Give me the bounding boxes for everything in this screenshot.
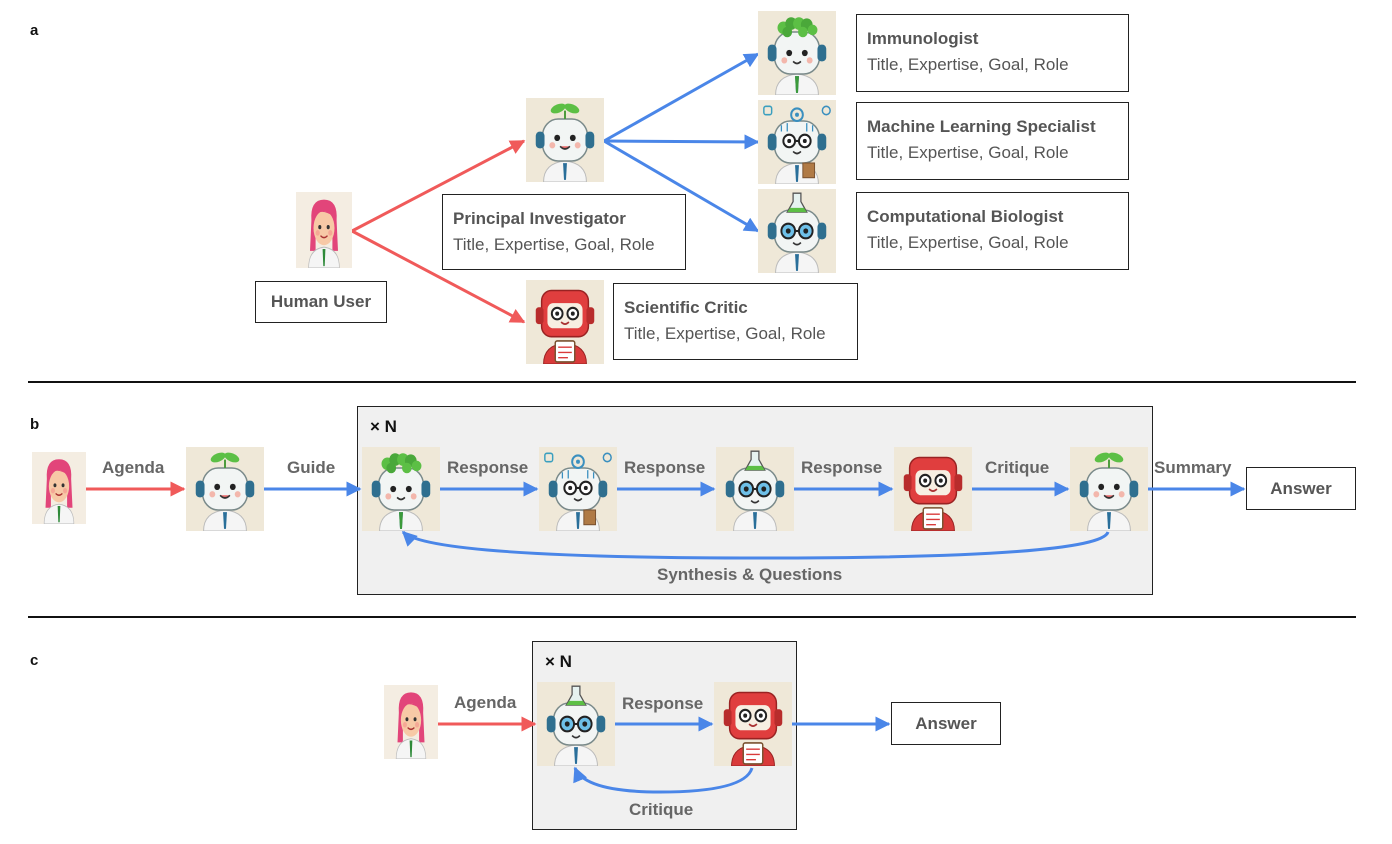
arrow-pi-to-immunologist [603,52,760,143]
critic-fields: Title, Expertise, Goal, Role [624,324,826,343]
summary-label: Summary [1154,458,1232,477]
pi-avatar [526,98,604,182]
comp-biologist-title: Computational Biologist [867,207,1064,226]
answer-box: Answer [1246,467,1356,510]
human-user-avatar [32,452,86,524]
panel-label-b: b [30,416,40,433]
arrow-user-to-critic [351,229,526,324]
human-user-box: Human User [255,281,387,323]
critique-label: Critique [985,458,1050,477]
ml-specialist-avatar [758,100,836,184]
ml-specialist-fields: Title, Expertise, Goal, Role [867,143,1069,162]
agenda-label: Agenda [454,693,517,712]
comp-biologist-card: Computational Biologist Title, Expertise… [856,192,1129,270]
arrow-user-to-pi [351,139,526,233]
comp-biologist-avatar [716,447,794,531]
arrow-critique-loop-c [573,766,754,794]
immunologist-card: Immunologist Title, Expertise, Goal, Rol… [856,14,1129,92]
arrow-pi-to-ml [603,134,760,150]
pi-avatar [1070,447,1148,531]
arrow-synthesis-loop [401,530,1110,560]
pi-fields: Title, Expertise, Goal, Role [453,235,655,254]
human-user-label: Human User [270,292,372,311]
guide-label: Guide [287,458,336,477]
human-user-avatar [296,192,352,268]
answer-label: Answer [1270,478,1332,498]
critic-title: Scientific Critic [624,298,748,317]
response-label: Response [622,694,704,713]
immunologist-title: Immunologist [867,29,979,48]
answer-label: Answer [915,713,977,733]
immunologist-avatar [758,11,836,95]
critique-label: Critique [629,800,694,819]
divider-a-b [28,381,1356,383]
divider-b-c [28,616,1356,618]
pi-card: Principal Investigator Title, Expertise,… [442,194,686,270]
comp-biologist-avatar [758,189,836,273]
critic-card: Scientific Critic Title, Expertise, Goal… [613,283,858,360]
response-label: Response [624,458,706,477]
comp-biologist-avatar [537,682,615,766]
repeat-n-label: × N [370,417,397,436]
panel-label-c: c [30,652,39,669]
response-label: Response [447,458,529,477]
pi-avatar [186,447,264,531]
synthesis-label: Synthesis & Questions [657,565,843,584]
agenda-label: Agenda [102,458,165,477]
arrow-pi-to-bio [603,139,760,233]
immunologist-fields: Title, Expertise, Goal, Role [867,55,1069,74]
immunologist-avatar [362,447,440,531]
response-label: Response [801,458,883,477]
critic-avatar [714,682,792,766]
pi-title: Principal Investigator [453,209,626,228]
human-user-avatar [384,685,438,759]
repeat-n-label: × N [545,652,572,671]
critic-avatar [894,447,972,531]
ml-specialist-card: Machine Learning Specialist Title, Exper… [856,102,1129,180]
ml-specialist-title: Machine Learning Specialist [867,117,1096,136]
panel-label-a: a [30,22,39,39]
critic-avatar [526,280,604,364]
answer-box: Answer [891,702,1001,745]
ml-specialist-avatar [539,447,617,531]
comp-biologist-fields: Title, Expertise, Goal, Role [867,233,1069,252]
